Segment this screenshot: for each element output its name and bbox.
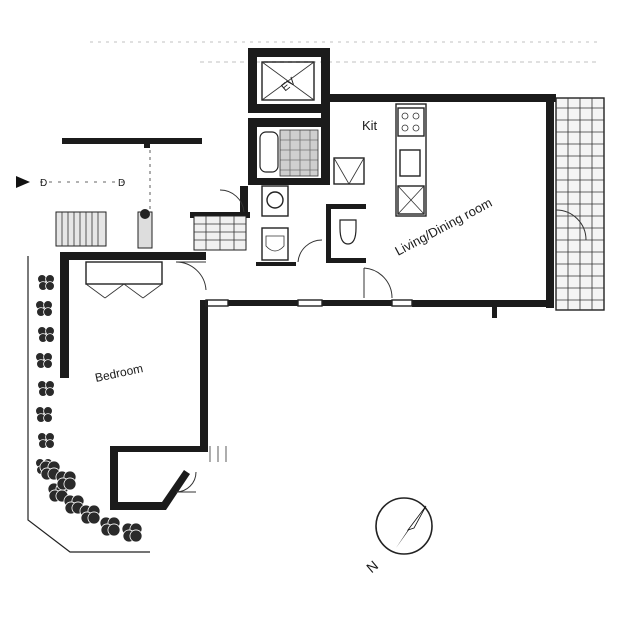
garden-shrubs	[35, 274, 143, 543]
garden-border	[27, 256, 150, 553]
scan-noise	[90, 41, 600, 63]
bedroom: Bedroom	[85, 261, 163, 385]
shrub-icon	[37, 432, 55, 449]
washing-machine-icon	[266, 191, 284, 209]
entrance-arrow-icon	[16, 176, 30, 188]
shrub-icon	[35, 352, 53, 369]
shrub-icon	[99, 516, 121, 537]
balcony-right	[555, 97, 605, 311]
toilet-icon	[339, 219, 357, 245]
elevator-shaft: EV	[248, 48, 330, 128]
shrub-icon	[55, 470, 77, 491]
kitchen-label: Kit	[362, 118, 378, 133]
sink-icon	[265, 235, 285, 252]
shrub-icon	[37, 380, 55, 397]
shrub-icon	[63, 494, 85, 515]
shrub-icon	[79, 504, 101, 525]
shrub-icon	[35, 406, 53, 423]
kitchen: Kit	[333, 103, 427, 217]
compass: N	[363, 497, 433, 576]
entry-area: D D	[16, 138, 247, 251]
shrub-icon	[35, 300, 53, 317]
svg-text:D: D	[40, 178, 47, 189]
bedroom-label: Bedroom	[94, 361, 145, 385]
shrub-icon	[121, 522, 143, 543]
living-dining-label: Living/Dining room	[392, 195, 494, 259]
shrub-icon	[37, 274, 55, 291]
compass-north-label: N	[363, 557, 381, 576]
shrub-icon	[37, 326, 55, 343]
svg-text:D: D	[118, 178, 125, 189]
windows	[205, 299, 413, 307]
washroom	[256, 185, 296, 266]
doors	[175, 189, 393, 493]
shrub-icon	[39, 460, 61, 481]
stairs	[55, 211, 107, 247]
bathroom	[248, 118, 330, 185]
bathtub-icon	[259, 131, 279, 173]
elevator-label: EV	[279, 75, 298, 94]
toilet-room	[326, 204, 366, 263]
walls	[60, 94, 556, 510]
